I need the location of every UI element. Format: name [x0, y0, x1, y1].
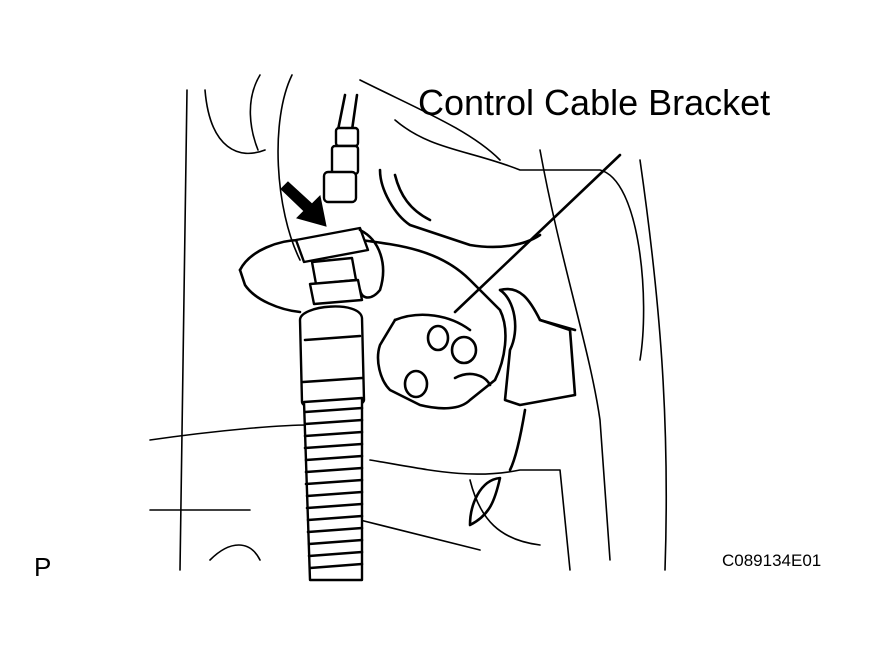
- transmission-housing: [149, 74, 668, 571]
- callout-leader-line: [453, 153, 622, 314]
- callout-label: Control Cable Bracket: [418, 82, 771, 123]
- view-letter: P: [34, 552, 52, 582]
- control-cable: [294, 93, 385, 582]
- arrow-pointer-icon: [280, 181, 327, 227]
- control-cable-bracket: [238, 238, 507, 527]
- figure-code: C089134E01: [722, 551, 822, 570]
- cable-clamp: [378, 168, 577, 472]
